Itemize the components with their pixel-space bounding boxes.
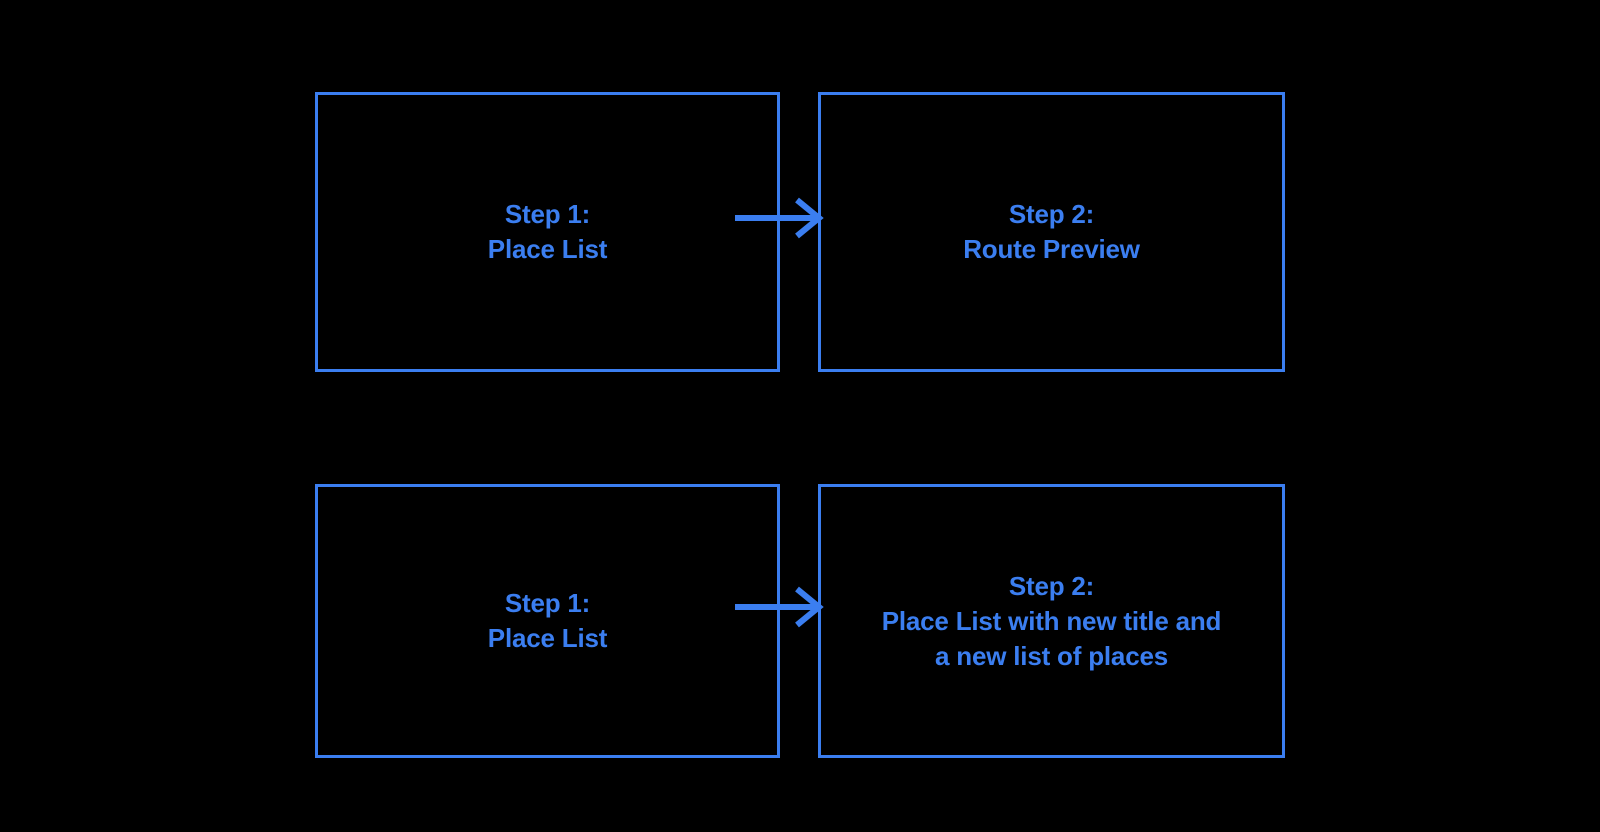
flow-box-step-2-route-preview[interactable]: Step 2: Route Preview — [818, 92, 1285, 372]
arrow-head-icon — [795, 197, 824, 239]
flow-box-label: Step 2: Route Preview — [963, 199, 1140, 264]
flow-box-label: Step 1: Place List — [487, 199, 608, 264]
arrow-head-icon — [795, 586, 824, 628]
flow-box-step-2-place-list-updated[interactable]: Step 2: Place List with new title and a … — [818, 484, 1285, 758]
flow-row-place-list-update: Step 1: Place List Step 2: Place List wi… — [0, 484, 1600, 758]
flow-box-label: Step 2: Place List with new title and a … — [881, 570, 1222, 671]
flow-box-step-1-place-list[interactable]: Step 1: Place List — [315, 92, 780, 372]
flow-box-label: Step 1: Place List — [487, 588, 608, 653]
flow-row-route-preview: Step 1: Place List Step 2: Route Preview — [0, 92, 1600, 372]
flow-box-step-1-place-list[interactable]: Step 1: Place List — [315, 484, 780, 758]
